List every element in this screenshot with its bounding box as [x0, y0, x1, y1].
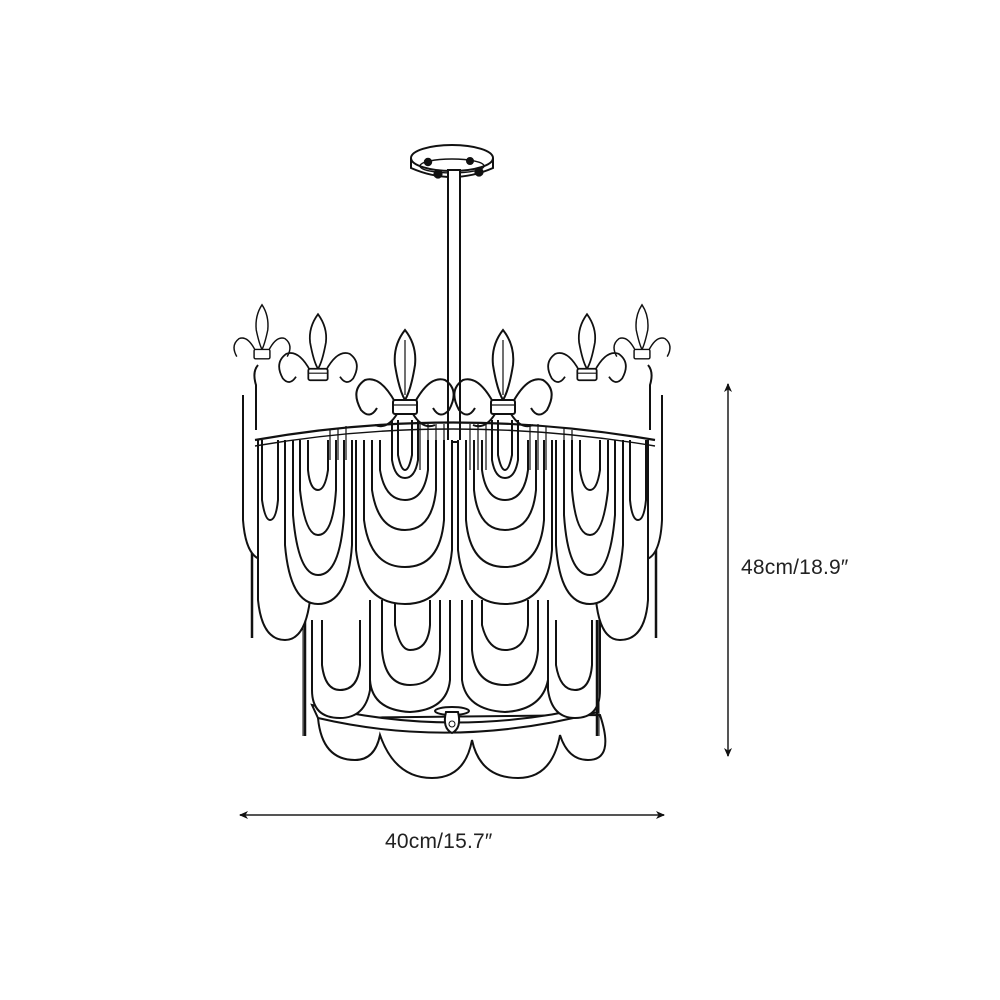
fleur-de-lis-icon	[355, 328, 455, 428]
upper-tier	[242, 395, 663, 642]
fleur-de-lis-icon	[547, 312, 627, 383]
fleur-de-lis-icon	[278, 312, 358, 383]
fleur-de-lis-icon	[233, 303, 291, 360]
height-dimension-label: 48cm/18.9″	[741, 556, 849, 579]
down-rod	[447, 169, 461, 443]
lower-tier	[302, 600, 607, 780]
bottom-finial	[434, 706, 470, 735]
fleur-de-lis-crown	[233, 303, 671, 430]
fleur-de-lis-icon	[613, 303, 671, 360]
fleur-de-lis-icon	[453, 328, 553, 428]
width-dimension-label: 40cm/15.7″	[385, 830, 493, 853]
ceiling-canopy	[410, 144, 494, 179]
